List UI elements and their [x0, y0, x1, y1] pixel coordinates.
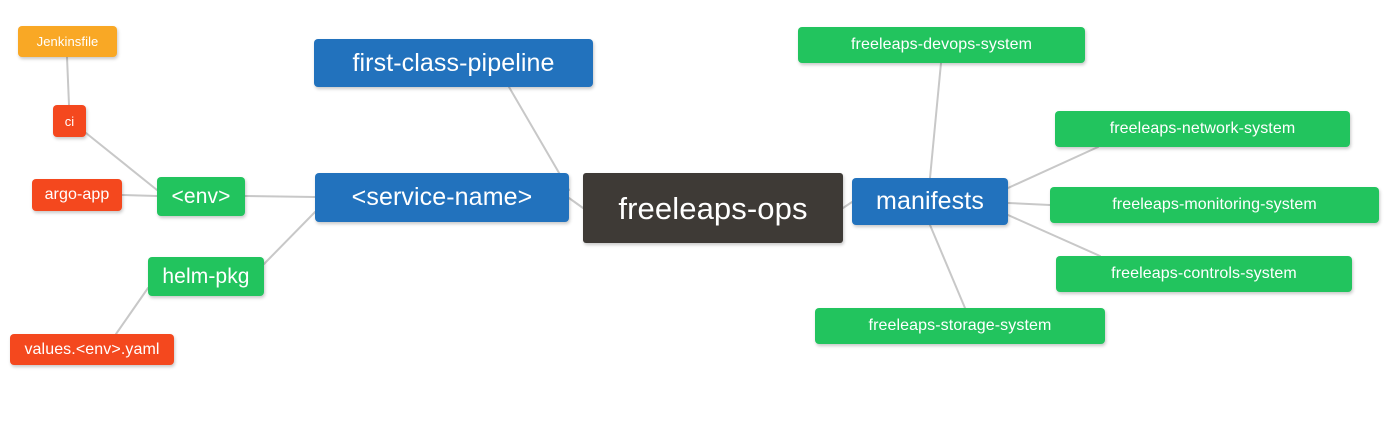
edge-service-name-to-env — [244, 195, 316, 198]
edge-ci-to-jenkinsfile — [66, 56, 70, 106]
edge-manifests-to-freeleaps-network-system — [1007, 146, 1099, 189]
mindmap-node-freeleaps-ops[interactable]: freeleaps-ops — [583, 173, 843, 243]
mindmap-node-freeleaps-monitoring-system[interactable]: freeleaps-monitoring-system — [1050, 187, 1379, 223]
node-label: freeleaps-storage-system — [868, 317, 1052, 334]
node-label: ci — [64, 113, 75, 129]
node-label: freeleaps-ops — [618, 190, 808, 226]
node-label: manifests — [876, 187, 984, 215]
edge-helm-pkg-to-values-env-yaml — [115, 287, 149, 335]
node-label: Jenkinsfile — [36, 34, 99, 49]
node-label: helm-pkg — [162, 265, 250, 288]
edge-manifests-to-freeleaps-storage-system — [929, 224, 966, 309]
node-label: argo-app — [44, 186, 110, 203]
node-label: freeleaps-monitoring-system — [1112, 196, 1317, 213]
mindmap-node-freeleaps-network-system[interactable]: freeleaps-network-system — [1055, 111, 1350, 147]
edge-service-name-to-helm-pkg — [263, 211, 316, 265]
node-label: freeleaps-controls-system — [1111, 265, 1297, 282]
mindmap-node-argo-app[interactable]: argo-app — [32, 179, 122, 211]
mindmap-node-freeleaps-storage-system[interactable]: freeleaps-storage-system — [815, 308, 1105, 344]
mindmap-node-helm-pkg[interactable]: helm-pkg — [148, 257, 264, 296]
mindmap-node-ci[interactable]: ci — [53, 105, 86, 137]
edge-freeleaps-ops-to-manifests — [842, 201, 853, 209]
mindmap-node-jenkinsfile[interactable]: Jenkinsfile — [18, 26, 117, 57]
node-label: <env> — [171, 185, 231, 208]
edge-env-to-argo-app — [121, 194, 158, 197]
node-label: first-class-pipeline — [352, 48, 555, 77]
mindmap-node-first-class-pipeline[interactable]: first-class-pipeline — [314, 39, 593, 87]
mindmap-node-env[interactable]: <env> — [157, 177, 245, 216]
mindmap-node-values-env-yaml[interactable]: values.<env>.yaml — [10, 334, 174, 365]
node-label: freeleaps-devops-system — [850, 36, 1033, 53]
edge-manifests-to-freeleaps-monitoring-system — [1007, 202, 1051, 206]
node-label: values.<env>.yaml — [24, 340, 160, 358]
mindmap-node-manifests[interactable]: manifests — [852, 178, 1008, 225]
edge-freeleaps-ops-to-service-name — [568, 197, 584, 209]
edge-manifests-to-freeleaps-devops-system — [929, 62, 942, 179]
node-label: <service-name> — [351, 183, 533, 211]
node-label: freeleaps-network-system — [1109, 120, 1296, 137]
mindmap-node-freeleaps-devops-system[interactable]: freeleaps-devops-system — [798, 27, 1085, 63]
mindmap-node-freeleaps-controls-system[interactable]: freeleaps-controls-system — [1056, 256, 1352, 292]
mindmap-node-service-name[interactable]: <service-name> — [315, 173, 569, 222]
